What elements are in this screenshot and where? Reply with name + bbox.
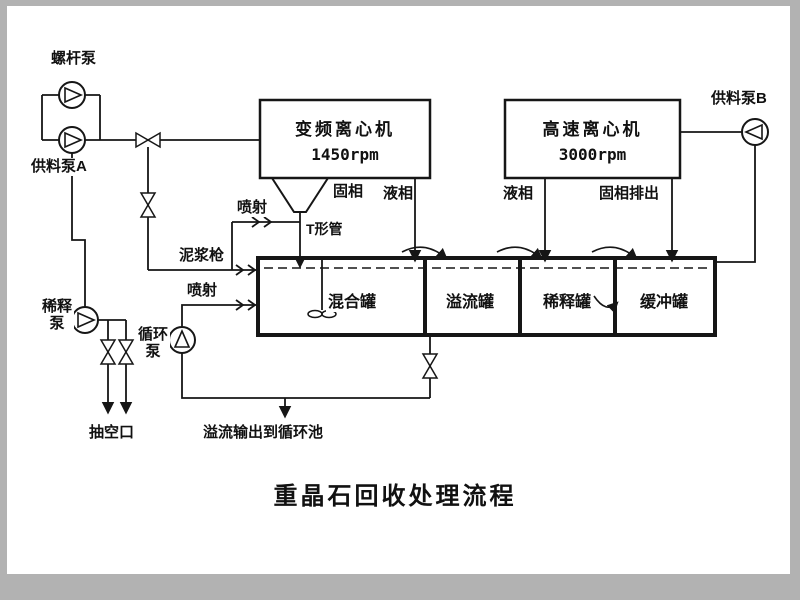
- screw-pump-symbol: [58, 81, 86, 109]
- pump-symbols: [58, 81, 769, 354]
- valve-vacuum-2[interactable]: [117, 339, 135, 365]
- valve-mud-gun-branch[interactable]: [139, 192, 157, 218]
- overflow-tank-label: 溢流罐: [443, 288, 497, 312]
- suction-line-to-dilution-pump: [71, 153, 86, 307]
- pump-inlet-manifold: [41, 94, 59, 141]
- hs-centrifuge-speed: 3000rpm: [558, 144, 627, 164]
- diagram-title: 重晶石回收处理流程: [273, 483, 517, 510]
- circulation-pump-label: 循环泵: [136, 326, 170, 361]
- jet-chevrons: [235, 216, 273, 311]
- overflow-arc-3: [591, 246, 638, 260]
- overflow-arc-2: [496, 246, 543, 260]
- circulation-pump-symbol: [168, 326, 196, 354]
- jet-line-top: [231, 221, 300, 270]
- mud-gun-label: 泥浆枪: [178, 247, 226, 265]
- screw-pump-label: 螺杆泵: [50, 50, 98, 68]
- solids-funnel: [270, 177, 330, 213]
- circulation-return-line: [181, 353, 430, 399]
- valve-overflow-drain[interactable]: [421, 353, 439, 379]
- dilution-pump-symbol: [71, 306, 99, 334]
- vacuum-port-label: 抽空口: [88, 424, 136, 442]
- arrowed-streams: [101, 178, 679, 419]
- hs-centrifuge: 高速离心机 3000rpm: [505, 100, 680, 178]
- vfd-centrifuge-box: [258, 98, 432, 180]
- pump-outlet-manifold: [85, 94, 101, 141]
- feed-pump-b-symbol: [741, 118, 769, 146]
- feed-pump-b-suction: [715, 145, 756, 263]
- tank-train-shell: [256, 256, 717, 337]
- mixing-tank-label: 混合罐: [325, 288, 379, 312]
- dilution-tank-label: 稀释罐: [540, 288, 594, 312]
- solid-phase-label: 固相: [332, 183, 365, 201]
- overflow-arc-1: [401, 246, 448, 260]
- buffer-tank-label: 缓冲罐: [637, 288, 691, 312]
- overflow-output-label: 溢流输出到循环池: [202, 424, 325, 442]
- hs-centrifuge-box: [503, 98, 682, 180]
- valve-vacuum-1[interactable]: [99, 339, 117, 365]
- dilution-pump-label: 稀释泵: [40, 298, 74, 333]
- vfd-centrifuge-name: 变频离心机: [295, 119, 395, 139]
- solid-discharge-label: 固相排出: [598, 185, 661, 203]
- liquid-phase-right-label: 液相: [502, 185, 535, 203]
- feed-pump-a-label: 供料泵A: [30, 158, 88, 176]
- jet-top-label: 喷射: [236, 199, 269, 217]
- liquid-phase-left-label: 液相: [382, 185, 415, 203]
- valves: [99, 131, 439, 379]
- jet-left-label: 喷射: [186, 282, 219, 300]
- in-tank-flow-arc: [593, 295, 619, 314]
- valve-feed-line[interactable]: [135, 131, 161, 149]
- t-pipe-label: T形管: [305, 221, 344, 238]
- vfd-centrifuge: 变频离心机 1450rpm: [260, 100, 430, 178]
- jet-line-left: [181, 304, 258, 327]
- feed-pump-b-label: 供料泵B: [710, 90, 768, 108]
- vfd-centrifuge-speed: 1450rpm: [311, 144, 379, 164]
- tank-partitions: [423, 260, 617, 335]
- hs-centrifuge-name: 高速离心机: [542, 119, 643, 139]
- feed-pump-a-symbol: [58, 126, 86, 154]
- agitator-blade: [307, 309, 323, 319]
